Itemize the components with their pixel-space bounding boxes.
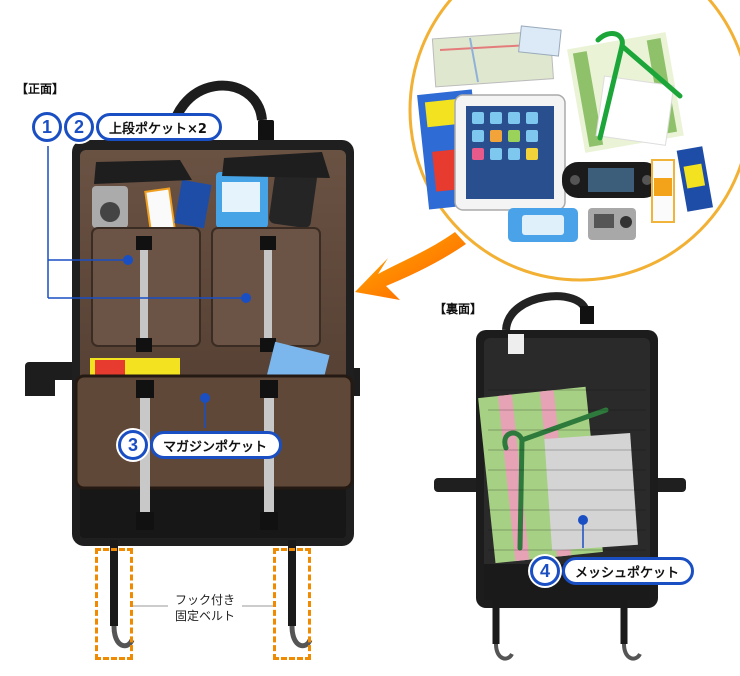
towel-icon — [478, 386, 638, 564]
callout-number-3: 3 — [118, 430, 148, 460]
camera-icon — [92, 186, 128, 228]
hook-belt-label: フック付き 固定ベルト — [168, 592, 242, 624]
arrow-icon — [355, 232, 466, 300]
wet-wipes-icon — [508, 208, 578, 242]
hook-highlight-left — [95, 548, 133, 660]
towel-icon — [567, 32, 684, 153]
hanger-icon — [502, 407, 609, 551]
hook-highlight-right — [273, 548, 311, 660]
camera-icon — [588, 208, 636, 240]
callout-mesh-pocket: 4 メッシュポケット — [530, 554, 695, 588]
front-view-label: 【正面】 — [16, 82, 65, 96]
mesh-pattern — [488, 389, 646, 551]
back-view-label: 【裏面】 — [434, 302, 483, 316]
snack-icon — [651, 146, 714, 223]
accessories-circle — [408, 0, 740, 282]
game-console-icon — [562, 162, 660, 198]
callout-number-2: 2 — [64, 112, 94, 142]
hook-belt-label-line2: 固定ベルト — [174, 609, 235, 623]
back-organizer — [434, 292, 686, 661]
callout-number-1: 1 — [32, 112, 62, 142]
callout-mesh-pocket-text: メッシュポケット — [562, 557, 695, 585]
hook-icon — [492, 600, 642, 661]
callout-magazine-pocket: 3 マガジンポケット — [118, 428, 283, 462]
hanger-icon — [595, 30, 683, 141]
tablet-icon — [454, 94, 566, 211]
callout-upper-pockets-text: 上段ポケット×2 — [96, 113, 222, 141]
callout-upper-pockets: 1 2 上段ポケット×2 — [32, 110, 222, 144]
hook-belt-label-line1: フック付き — [174, 593, 235, 607]
callout-dots — [123, 255, 588, 525]
callout-number-4: 4 — [530, 556, 560, 586]
callout-magazine-pocket-text: マガジンポケット — [150, 431, 283, 459]
